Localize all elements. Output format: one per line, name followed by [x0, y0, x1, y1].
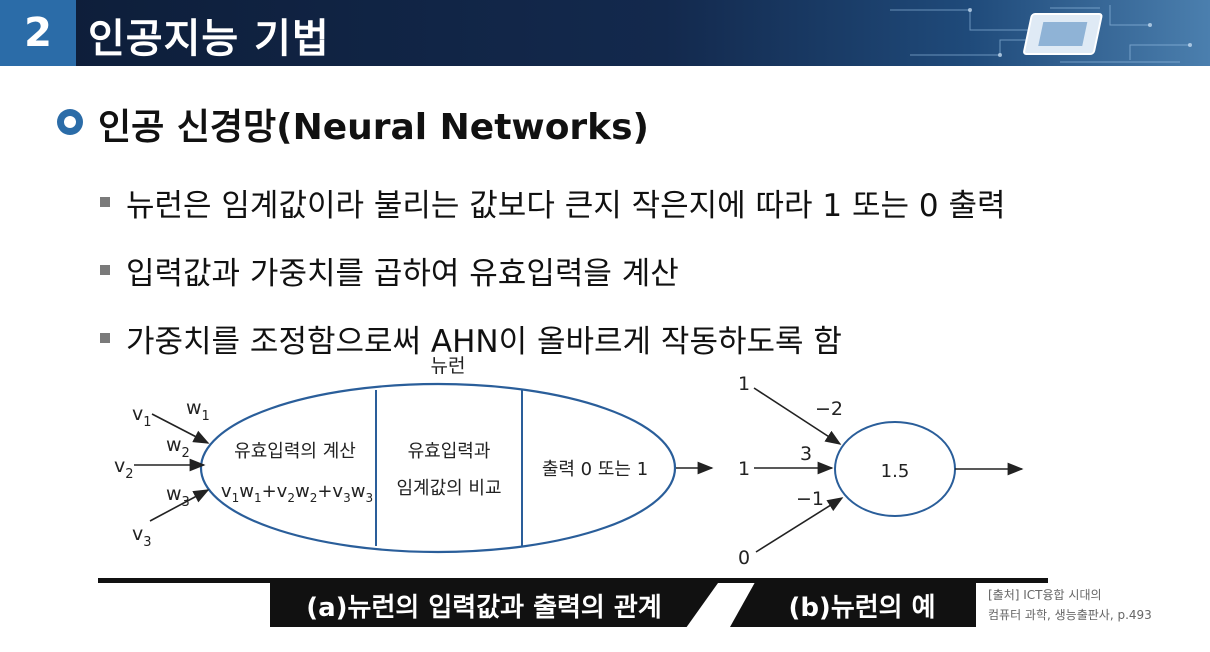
neuron-label: 뉴런	[431, 355, 466, 377]
cell2-line2: 임계값의 비교	[396, 478, 501, 499]
chapter-title: 인공지능 기법	[88, 16, 330, 62]
bullet-item: 가중치를 조정함으로써 AHN이 올바르게 작동하도록 함	[100, 304, 1006, 372]
section-title: 인공 신경망(Neural Networks)	[98, 107, 650, 148]
source-line2: 컴퓨터 과학, 생능출판사, p.493	[988, 608, 1152, 622]
square-bullet-icon	[100, 333, 110, 343]
source-line1: [출처] ICT융합 시대의	[988, 588, 1102, 602]
bullet-item: 입력값과 가중치를 곱하여 유효입력을 계산	[100, 236, 1006, 304]
example-input-arrow	[753, 387, 842, 445]
neuron-diagram: 뉴런 유효입력의 계산 v1w1+v2w2+v3w3 유효입력과 임계값의 비교…	[114, 355, 1024, 569]
cell2-line1: 유효입력과	[408, 441, 491, 462]
example-weight-2: 3	[800, 443, 812, 465]
example-weight-3: −1	[796, 488, 824, 510]
cell1-title: 유효입력의 계산	[234, 441, 356, 462]
caption-b: (b)뉴런의 예	[730, 583, 976, 627]
source-note: [출처] ICT융합 시대의 컴퓨터 과학, 생능출판사, p.493	[988, 585, 1152, 625]
example-input-2: 1	[738, 458, 750, 480]
square-bullet-icon	[100, 197, 110, 207]
bullet-list: 뉴런은 임계값이라 불리는 값보다 큰지 작은지에 따라 1 또는 0 출력 입…	[100, 168, 1006, 372]
weight-label-w1: w1	[186, 397, 210, 424]
input-arrow	[151, 413, 210, 444]
input-arrow	[149, 489, 210, 522]
input-label-v1: v1	[132, 403, 152, 430]
diagram-a: 뉴런 유효입력의 계산 v1w1+v2w2+v3w3 유효입력과 임계값의 비교…	[114, 355, 714, 554]
cell1-formula: v1w1+v2w2+v3w3	[221, 481, 373, 505]
example-input-3: 0	[738, 547, 750, 569]
example-input-arrow	[755, 497, 844, 553]
input-label-v2: v2	[114, 455, 134, 482]
weight-label-w2: w2	[166, 434, 190, 461]
bullet-text: 뉴런은 임계값이라 불리는 값보다 큰지 작은지에 따라 1 또는 0 출력	[126, 187, 1006, 224]
caption-a: (a)뉴런의 입력값과 출력의 관계	[270, 583, 718, 627]
circuit-chip-graphic	[890, 5, 1192, 63]
example-input-1: 1	[738, 373, 750, 395]
bullet-text: 가중치를 조정함으로써 AHN이 올바르게 작동하도록 함	[126, 323, 842, 360]
header-bar: 2 인공지능 기법	[0, 0, 1210, 66]
caption-rule	[98, 578, 1048, 583]
example-weight-1: −2	[815, 398, 843, 420]
square-bullet-icon	[100, 265, 110, 275]
section-bullet-icon	[57, 109, 83, 135]
bullet-item: 뉴런은 임계값이라 불리는 값보다 큰지 작은지에 따라 1 또는 0 출력	[100, 168, 1006, 236]
input-label-v3: v3	[132, 523, 152, 550]
chapter-number: 2	[0, 0, 76, 66]
bullet-text: 입력값과 가중치를 곱하여 유효입력을 계산	[126, 255, 679, 292]
threshold-value: 1.5	[881, 461, 910, 482]
cell3-output: 출력 0 또는 1	[542, 459, 648, 480]
diagram-b: 1.5 1 1 0 −2 3 −1	[738, 373, 1024, 569]
